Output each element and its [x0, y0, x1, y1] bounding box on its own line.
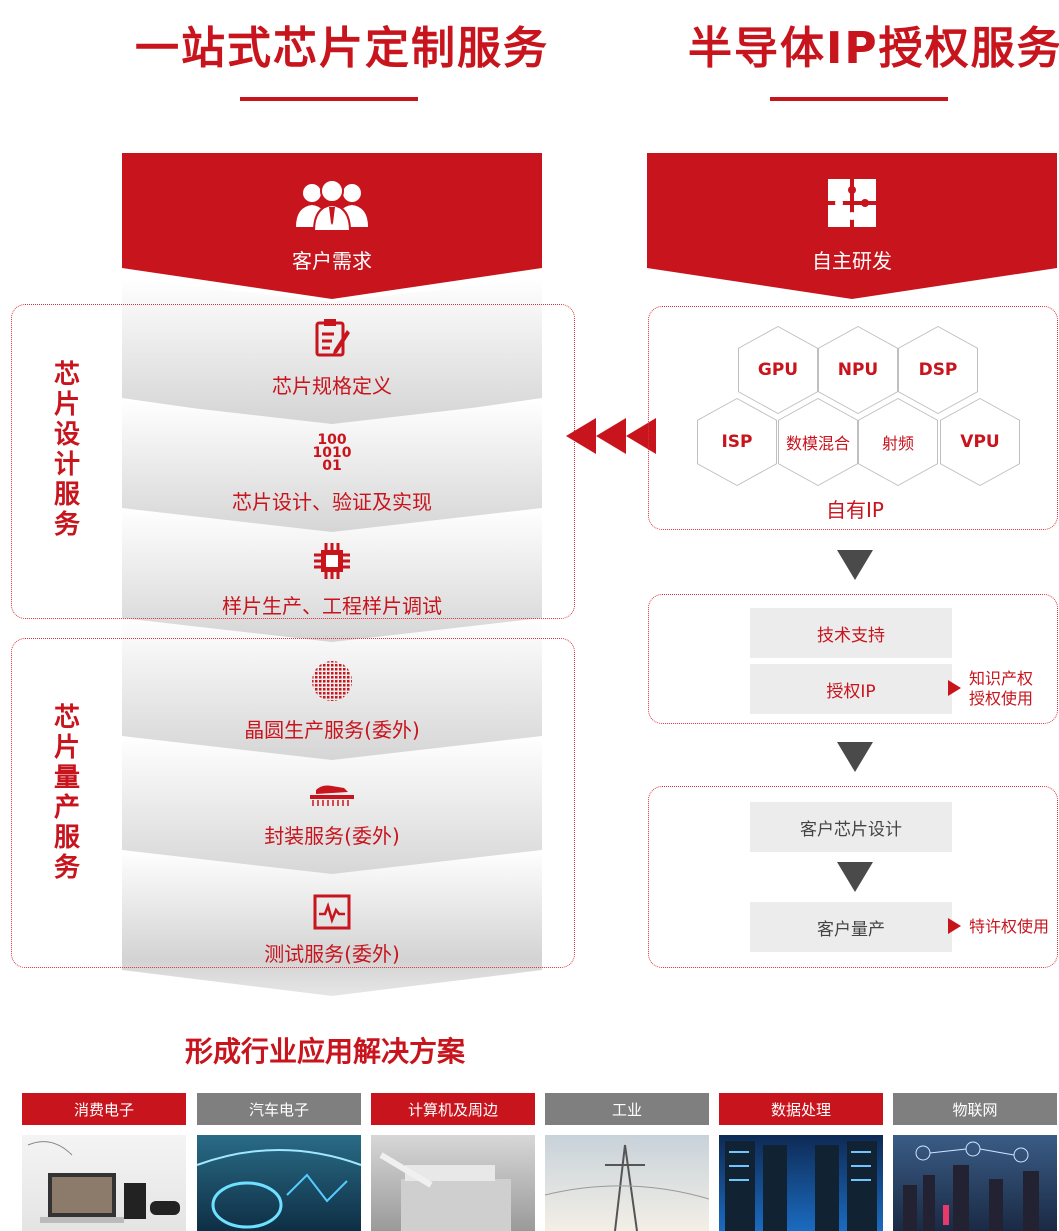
arrow-right-icon [948, 680, 961, 696]
arrow-down-icon [837, 742, 873, 772]
customer-mass-box: 客户量产 [750, 902, 952, 952]
binary-icon: 100 1010 01 [312, 432, 352, 474]
binary-line-3: 01 [322, 458, 342, 474]
iot-image [893, 1135, 1057, 1231]
clipboard-icon [314, 318, 350, 362]
data-processing-image [719, 1135, 883, 1231]
automotive-image [197, 1135, 361, 1231]
industry-tab-consumer: 消费电子 [22, 1093, 186, 1125]
license-ip-box: 授权IP [750, 664, 952, 714]
arrow-right-icon [948, 918, 961, 934]
step-spec-definition: 芯片规格定义 [122, 278, 542, 428]
industry-tab-data: 数据处理 [719, 1093, 883, 1125]
license-group [648, 594, 1058, 724]
production-service-label: 芯片量产服务 [53, 703, 80, 883]
ip-hex-vpu: VPU [940, 398, 1020, 486]
computer-peripheral-image [371, 1135, 535, 1231]
industry-tab-computer: 计算机及周边 [371, 1093, 535, 1125]
right-title-underline [770, 97, 948, 101]
industrial-image [545, 1135, 709, 1231]
package-icon [308, 782, 356, 812]
arrow-down-icon [837, 862, 873, 892]
solutions-title: 形成行业应用解决方案 [184, 1035, 465, 1068]
step-sample-production: 样片生产、工程样片调试 [122, 508, 542, 648]
chip-icon [313, 542, 351, 584]
step-label: 芯片规格定义 [272, 374, 392, 398]
people-group-icon [292, 179, 372, 235]
license-ip-label: 授权IP [826, 681, 876, 702]
wafer-icon [311, 660, 353, 706]
triple-arrow-left-icon [566, 418, 658, 458]
tech-support-label: 技术支持 [817, 625, 885, 646]
binary-line-2: 1010 [312, 445, 352, 461]
left-title: 一站式芯片定制服务 [135, 23, 549, 74]
step-label: 测试服务(委外) [264, 942, 400, 966]
self-rd-header: 自主研发 [647, 153, 1057, 299]
customer-design-box: 客户芯片设计 [750, 802, 952, 852]
customer-group [648, 786, 1058, 968]
license-note-line-1: 知识产权 [969, 669, 1034, 688]
step-label: 芯片设计、验证及实现 [232, 490, 432, 514]
industry-tab-automotive: 汽车电子 [197, 1093, 361, 1125]
self-rd-label: 自主研发 [812, 249, 892, 273]
step-packaging: 封装服务(委外) [122, 736, 542, 886]
license-note-line-2: 授权使用 [969, 689, 1034, 708]
step-label: 晶圆生产服务(委外) [244, 718, 420, 742]
left-title-underline [240, 97, 418, 101]
step-testing: 测试服务(委外) [122, 850, 542, 996]
customer-demand-header: 客户需求 [122, 153, 542, 299]
step-wafer-production: 晶圆生产服务(委外) [122, 618, 542, 768]
customer-design-label: 客户芯片设计 [800, 819, 902, 840]
design-service-group [11, 304, 575, 619]
design-service-label: 芯片设计服务 [53, 360, 80, 540]
industry-tab-industrial: 工业 [545, 1093, 709, 1125]
puzzle-icon [826, 177, 878, 233]
own-ip-group [648, 306, 1058, 530]
waveform-icon [313, 894, 351, 934]
tech-support-box: 技术支持 [750, 608, 952, 658]
step-label: 样片生产、工程样片调试 [222, 594, 442, 618]
step-design-verify: 100 1010 01 芯片设计、验证及实现 [122, 400, 542, 540]
industry-tab-iot: 物联网 [893, 1093, 1057, 1125]
customer-mass-label: 客户量产 [817, 919, 885, 940]
step-label: 封装服务(委外) [264, 824, 400, 848]
arrow-down-icon [837, 550, 873, 580]
license-note: 知识产权 授权使用 [969, 669, 1033, 709]
right-title: 半导体IP授权服务 [688, 23, 1059, 74]
production-service-group [11, 638, 575, 968]
franchise-note: 特许权使用 [969, 917, 1050, 936]
binary-line-1: 100 [317, 432, 347, 448]
own-ip-label: 自有IP [826, 498, 884, 522]
consumer-electronics-image [22, 1135, 186, 1231]
customer-demand-label: 客户需求 [292, 249, 372, 273]
